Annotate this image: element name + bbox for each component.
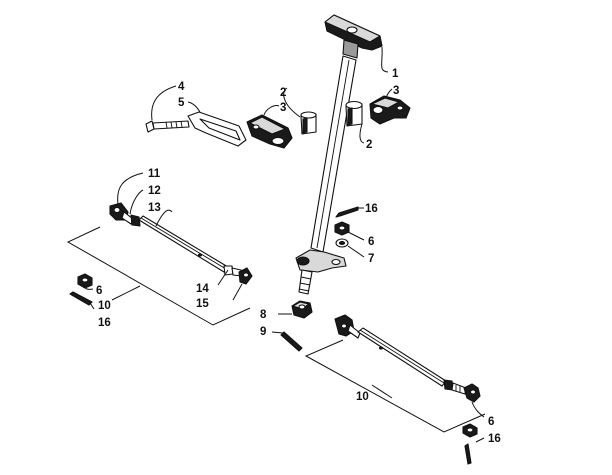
callout-8: 8 xyxy=(260,309,267,321)
callout-16-right: 16 xyxy=(488,433,501,445)
callout-10-left: 10 xyxy=(98,300,111,312)
callout-labels: 1 2 3 3 2 4 5 16 6 7 8 9 11 12 13 14 15 … xyxy=(96,68,501,445)
cotter-pin-mid xyxy=(280,331,303,352)
nut-mid xyxy=(334,221,350,236)
bushing-lower xyxy=(345,100,363,127)
callout-3-left: 3 xyxy=(280,102,286,114)
cotter-pin-upper xyxy=(335,206,359,218)
castle-nut xyxy=(291,300,313,319)
callout-13: 13 xyxy=(148,202,161,214)
clamp-left xyxy=(246,114,293,149)
callout-11: 11 xyxy=(148,168,161,180)
tie-rod-left-assembly xyxy=(66,202,253,326)
callout-3-right: 3 xyxy=(393,85,399,97)
plate xyxy=(187,111,247,147)
callout-10-right: 10 xyxy=(356,391,369,403)
callout-6-right: 6 xyxy=(488,416,494,428)
callout-15: 15 xyxy=(196,298,209,310)
callout-14: 14 xyxy=(196,283,209,295)
callout-7: 7 xyxy=(368,253,374,265)
callout-6-mid: 6 xyxy=(368,236,374,248)
callout-16-left: 16 xyxy=(98,317,111,329)
callout-1: 1 xyxy=(392,68,399,80)
washer xyxy=(335,238,349,248)
callout-6-left: 6 xyxy=(96,285,102,297)
tie-rod-right-assembly xyxy=(304,314,486,465)
callout-9: 9 xyxy=(260,326,266,338)
callout-2-lower: 2 xyxy=(366,139,372,151)
callout-4: 4 xyxy=(178,81,185,93)
callout-12: 12 xyxy=(148,185,161,197)
bushing-upper xyxy=(300,111,317,135)
leader-lines xyxy=(83,46,485,443)
clamp-right xyxy=(369,95,411,125)
steering-post xyxy=(295,14,383,295)
callout-16-upper: 16 xyxy=(365,203,378,215)
callout-2-upper: 2 xyxy=(280,87,286,99)
bolt xyxy=(145,120,190,133)
callout-5: 5 xyxy=(178,97,185,109)
